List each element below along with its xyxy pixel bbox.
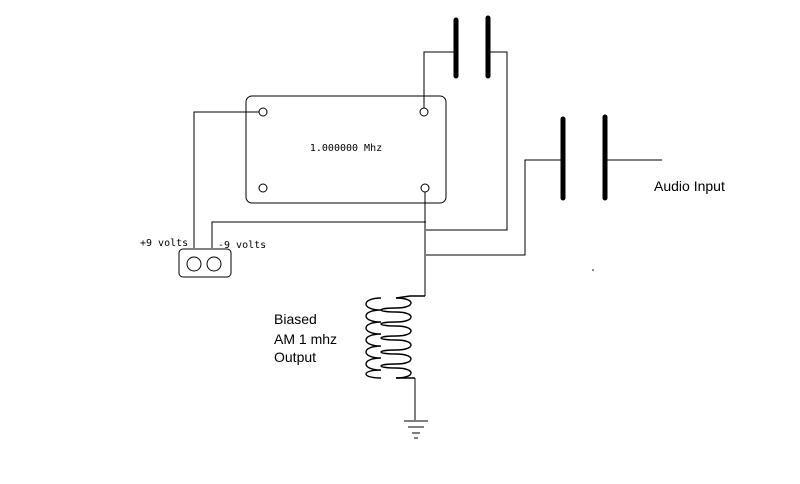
audio-input-label: Audio Input	[654, 178, 725, 194]
wire-cap1-left	[423, 51, 455, 108]
wire-negative-supply	[211, 221, 426, 248]
ground-symbol	[404, 420, 428, 439]
output-label-line1: Biased	[274, 311, 317, 327]
wire-audio-node	[426, 159, 562, 256]
output-label-line2: AM 1 mhz	[274, 331, 337, 347]
power-connector: +9 volts -9 volts	[140, 238, 266, 278]
wire-positive-supply	[193, 111, 259, 248]
oscillator-pin-top-left	[258, 107, 268, 117]
oscillator-pin-bottom-right	[420, 183, 430, 193]
transformer-top-lead	[395, 295, 425, 299]
oscillator-pin-bottom-left	[258, 183, 268, 193]
oscillator-frequency-label: 1.000000 Mhz	[310, 143, 382, 154]
wires	[193, 51, 662, 420]
power-terminal-positive	[186, 256, 202, 272]
transformer-secondary-coil	[380, 297, 412, 379]
negative-voltage-label: -9 volts	[218, 240, 266, 251]
capacitor-2	[560, 114, 608, 201]
transformer-primary-coil	[365, 297, 382, 379]
oscillator-module: 1.000000 Mhz	[245, 95, 447, 204]
wire-cap1-right	[426, 51, 508, 231]
positive-voltage-label: +9 volts	[140, 238, 188, 249]
capacitor-1	[453, 15, 491, 79]
transformer	[365, 295, 425, 379]
stray-dot	[592, 269, 594, 271]
power-terminal-negative	[206, 256, 222, 272]
output-label-line3: Output	[274, 349, 316, 365]
oscillator-body	[245, 95, 447, 204]
oscillator-pin-top-right	[419, 107, 429, 117]
power-connector-body	[178, 248, 232, 278]
